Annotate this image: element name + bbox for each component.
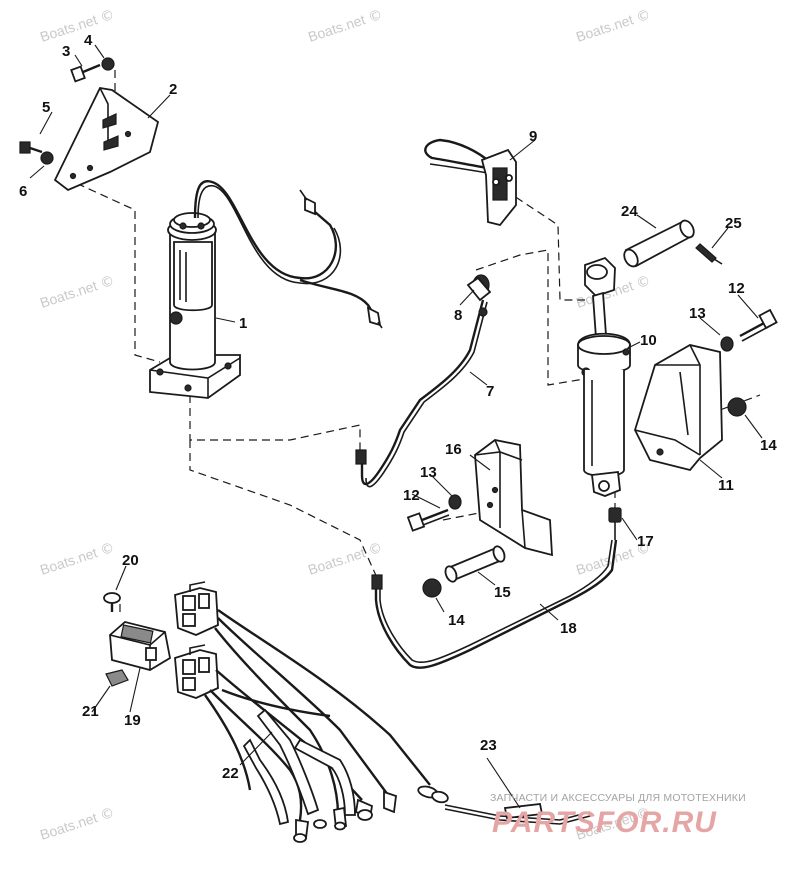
callout-18: 18 bbox=[560, 620, 577, 637]
callout-13-right: 13 bbox=[689, 305, 706, 322]
trim-cylinder-10 bbox=[577, 256, 631, 497]
callout-21: 21 bbox=[82, 703, 99, 720]
brand-name: PARTSFOR.RU bbox=[492, 806, 717, 839]
fitting-8 bbox=[466, 274, 492, 302]
callout-5: 5 bbox=[42, 99, 50, 116]
callout-1: 1 bbox=[239, 315, 247, 332]
callout-12-right: 12 bbox=[728, 280, 745, 297]
bolt-5 bbox=[19, 141, 43, 154]
bracket-11 bbox=[634, 344, 723, 472]
callout-14-left: 14 bbox=[448, 612, 465, 629]
relay-19 bbox=[109, 621, 172, 671]
callout-22: 22 bbox=[222, 765, 239, 782]
callout-7: 7 bbox=[486, 383, 494, 400]
nut-14-left bbox=[422, 578, 442, 598]
watermark: Boats.net © bbox=[306, 539, 385, 579]
callout-25: 25 bbox=[725, 215, 742, 232]
callout-20: 20 bbox=[122, 552, 139, 569]
screw-20 bbox=[103, 592, 121, 612]
callout-numbers: 3 4 5 6 2 1 9 8 7 24 25 12 13 10 11 14 1… bbox=[19, 32, 777, 782]
motor-wires bbox=[193, 179, 383, 329]
callout-17: 17 bbox=[637, 533, 654, 550]
callout-11: 11 bbox=[718, 477, 734, 494]
nut-4 bbox=[101, 57, 115, 71]
cotter-pin-25 bbox=[695, 243, 723, 265]
watermark: Boats.net © bbox=[38, 6, 117, 46]
brand-tagline: ЗАПЧАСТИ И АКСЕССУАРЫ ДЛЯ МОТОТЕХНИКИ bbox=[490, 792, 746, 804]
watermark: Boats.net © bbox=[38, 804, 117, 844]
callout-24: 24 bbox=[621, 203, 638, 220]
callout-23: 23 bbox=[480, 737, 497, 754]
watermark: Boats.net © bbox=[38, 539, 117, 579]
callout-14-right: 14 bbox=[760, 437, 777, 454]
watermark: Boats.net © bbox=[306, 6, 385, 46]
callout-16: 16 bbox=[445, 441, 462, 458]
callout-10: 10 bbox=[640, 332, 657, 349]
fitting-17 bbox=[608, 507, 622, 540]
wire-lead-23 bbox=[444, 803, 591, 825]
washer-13-right bbox=[720, 336, 734, 352]
callout-6: 6 bbox=[19, 183, 27, 200]
callout-15: 15 bbox=[494, 584, 511, 601]
leader-lines bbox=[29, 44, 763, 809]
pin-24 bbox=[623, 219, 695, 268]
wiring-harness-22 bbox=[174, 581, 449, 843]
callout-2: 2 bbox=[169, 81, 177, 98]
trim-sender-9 bbox=[424, 138, 517, 227]
watermark: Boats.net © bbox=[38, 272, 117, 312]
watermark: Boats.net © bbox=[574, 6, 653, 46]
nut-6 bbox=[40, 151, 54, 165]
bolt-3 bbox=[70, 63, 101, 83]
bolt-12-right bbox=[739, 308, 778, 342]
clip-21 bbox=[105, 669, 129, 687]
callout-9: 9 bbox=[529, 128, 537, 145]
callout-13-left: 13 bbox=[420, 464, 437, 481]
rod-15 bbox=[444, 545, 506, 583]
washer-13-left bbox=[448, 494, 462, 510]
partsfor-watermark: ЗАПЧАСТИ И АКСЕССУАРЫ ДЛЯ МОТОТЕХНИКИ PA… bbox=[490, 792, 746, 839]
callout-4: 4 bbox=[84, 32, 93, 49]
bracket-16 bbox=[474, 439, 553, 557]
callout-8: 8 bbox=[454, 307, 462, 324]
mounting-bracket-2 bbox=[53, 87, 160, 192]
hydraulic-line-18 bbox=[371, 539, 618, 669]
callout-19: 19 bbox=[124, 712, 141, 729]
callout-3: 3 bbox=[62, 43, 70, 60]
bolt-12-left bbox=[406, 508, 450, 532]
pump-motor-1 bbox=[149, 212, 241, 399]
callout-12-left: 12 bbox=[403, 487, 420, 504]
nut-14-right bbox=[727, 397, 747, 417]
hydraulic-line-7 bbox=[355, 299, 488, 488]
